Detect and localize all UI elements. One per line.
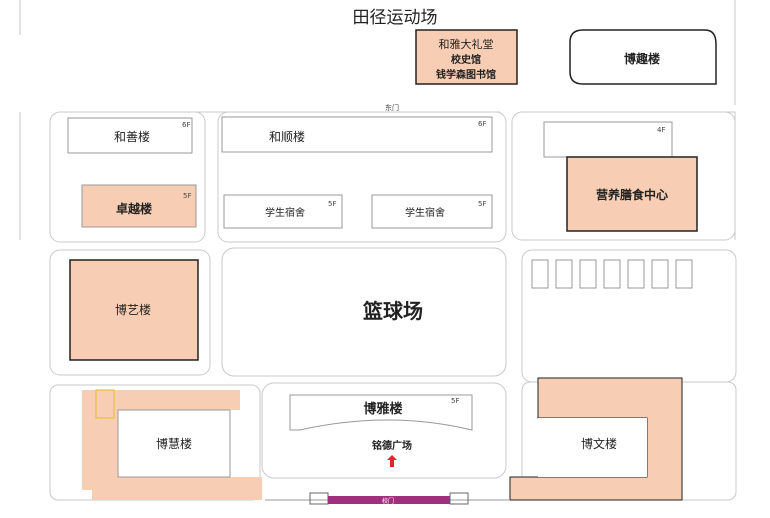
basketball-court[interactable]: 篮球场: [221, 247, 507, 377]
boyi-label: 博艺楼: [115, 302, 151, 317]
boyi-building[interactable]: 博艺楼: [49, 249, 211, 376]
bowen-label: 博文楼: [581, 436, 617, 451]
heshan-label: 和善楼: [114, 129, 150, 144]
dorm-2-building[interactable]: 学生宿舍 5F: [371, 194, 493, 229]
heya-building[interactable]: 和雅大礼堂 校史馆 钱学森图书馆: [415, 29, 518, 85]
bohui-label: 博慧楼: [156, 436, 192, 451]
heya-auditorium-label: 和雅大礼堂: [439, 37, 494, 51]
dorm-2-floors: 5F: [478, 200, 486, 208]
dorm-1-label: 学生宿舍: [265, 206, 305, 219]
zhuoyue-building[interactable]: 卓越楼 5F: [81, 184, 197, 228]
mingde-square[interactable]: 铭德广场: [372, 439, 412, 467]
dorm-2-label: 学生宿舍: [405, 206, 445, 219]
heshun-label: 和顺楼: [269, 129, 305, 144]
canteen-floors: 4F: [657, 126, 665, 134]
heshan-floors: 6F: [182, 121, 190, 129]
east-gate-label: 东门: [385, 103, 399, 112]
main-gate[interactable]: 校门: [265, 492, 510, 505]
boya-building[interactable]: 博雅楼 5F: [261, 382, 507, 479]
parking-area: [521, 249, 737, 383]
bowen-building[interactable]: 博文楼: [509, 377, 737, 501]
boya-floors: 5F: [451, 397, 459, 405]
dorm-1-floors: 5F: [328, 200, 336, 208]
qian-library-label: 钱学森图书馆: [436, 68, 496, 81]
canteen-building[interactable]: 4F 营养膳食中心: [511, 111, 736, 241]
dorm-1-building[interactable]: 学生宿舍 5F: [223, 194, 343, 229]
bohui-building[interactable]: 博慧楼: [49, 384, 262, 501]
mingde-square-label: 铭德广场: [372, 439, 412, 452]
heshun-building[interactable]: 和顺楼 6F: [217, 111, 507, 243]
zhuoyue-floors: 5F: [183, 192, 191, 200]
location-marker-icon: [387, 455, 397, 467]
boqu-building[interactable]: 博趣楼: [569, 29, 717, 85]
boqu-label: 博趣楼: [624, 51, 660, 66]
main-gate-label: 校门: [382, 497, 394, 505]
boya-label: 博雅楼: [363, 401, 402, 417]
sports-field-label: 田径运动场: [353, 8, 438, 28]
school-history-museum-label: 校史馆: [451, 53, 481, 66]
heshan-building[interactable]: 和善楼 6F: [49, 111, 206, 243]
zhuoyue-label: 卓越楼: [116, 201, 152, 216]
heshun-floors: 6F: [478, 120, 486, 128]
basketball-court-label: 篮球场: [362, 299, 423, 323]
canteen-label: 营养膳食中心: [596, 187, 668, 202]
